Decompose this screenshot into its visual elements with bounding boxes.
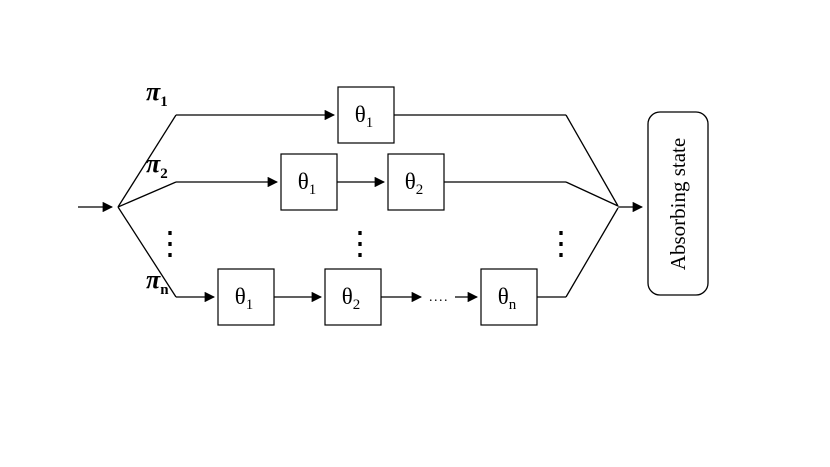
pi-1-sub: 1	[160, 94, 168, 110]
theta-sub: 1	[309, 182, 317, 198]
theta-base: θ	[355, 102, 366, 127]
branch-label-pi-n: πn	[146, 265, 169, 298]
theta-box-row2-2	[387, 153, 445, 211]
theta-label-rown-2: θ2	[342, 284, 361, 313]
theta-label-rown-1: θ1	[235, 284, 254, 313]
theta-base: θ	[405, 169, 416, 194]
row1-merge-edge	[565, 114, 619, 207]
theta-base: θ	[498, 284, 509, 309]
branch-edge-n	[117, 206, 177, 298]
pi-n-sub: n	[160, 282, 169, 298]
theta-base: θ	[298, 169, 309, 194]
branch-edge-1	[117, 114, 177, 208]
theta-box-row2-1	[280, 153, 338, 211]
absorbing-state-label: Absorbing state	[666, 138, 690, 270]
theta-label-row2-1: θ1	[298, 169, 317, 198]
absorbing-state-box	[647, 111, 709, 296]
theta-label-row2-2: θ2	[405, 169, 424, 198]
branch-label-pi-1: π1	[146, 77, 168, 110]
theta-sub: 2	[416, 182, 424, 198]
row2-merge-edge	[565, 181, 619, 207]
branch-label-pi-2: π2	[146, 149, 168, 182]
vertical-ellipsis-left: ⋮	[154, 225, 186, 261]
pi-2-base: π	[146, 149, 161, 178]
vertical-ellipsis-right: ⋮	[545, 225, 577, 261]
theta-base: θ	[235, 284, 246, 309]
theta-label-row1-1: θ1	[355, 102, 374, 131]
horizontal-ellipsis: ....	[429, 290, 449, 305]
theta-box-rown-n	[480, 268, 538, 326]
theta-label-rown-n: θn	[498, 284, 517, 313]
vertical-ellipsis-middle: ⋮	[344, 225, 376, 261]
rown-merge-edge	[565, 207, 619, 298]
theta-box-row1-1	[337, 86, 395, 144]
theta-sub: 2	[353, 297, 361, 313]
pi-n-base: π	[146, 265, 161, 294]
theta-box-rown-1	[217, 268, 275, 326]
theta-sub: 1	[366, 115, 374, 131]
theta-sub: n	[509, 297, 517, 313]
pi-2-sub: 2	[160, 166, 168, 182]
pi-1-base: π	[146, 77, 161, 106]
branch-edge-2	[117, 181, 177, 208]
theta-sub: 1	[246, 297, 254, 313]
theta-base: θ	[342, 284, 353, 309]
